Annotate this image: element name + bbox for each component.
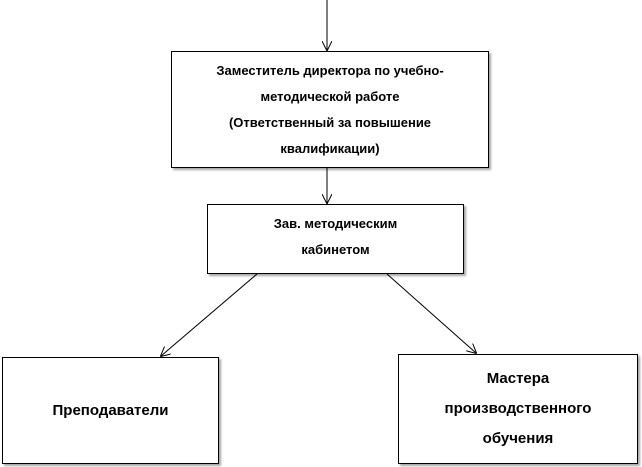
- methodical-office-head-line-2: кабинетом: [301, 242, 370, 257]
- teachers-box: Преподаватели: [2, 357, 219, 464]
- production-masters-line-1: Мастера: [486, 370, 550, 387]
- production-masters-line-3: обучения: [482, 430, 554, 447]
- arrow-head-to-masters: [386, 273, 476, 353]
- arrow-head-to-teachers: [161, 273, 258, 356]
- teachers-label: Преподаватели: [52, 401, 169, 419]
- deputy-director-line-4: квалификации): [280, 140, 380, 156]
- methodical-office-head-line-1: Зав. методическим: [273, 216, 398, 231]
- production-masters-line-2: производственного: [444, 400, 592, 417]
- deputy-director-line-1: Заместитель директора по учебно-: [216, 62, 444, 78]
- methodical-office-head-box: Зав. методическим кабинетом: [207, 204, 464, 274]
- deputy-director-box: Заместитель директора по учебно- методич…: [171, 51, 489, 168]
- deputy-director-line-2: методической работе: [260, 88, 400, 104]
- production-masters-box: Мастера производственного обучения: [398, 354, 638, 464]
- deputy-director-line-3: (Ответственный за повышение: [228, 114, 432, 130]
